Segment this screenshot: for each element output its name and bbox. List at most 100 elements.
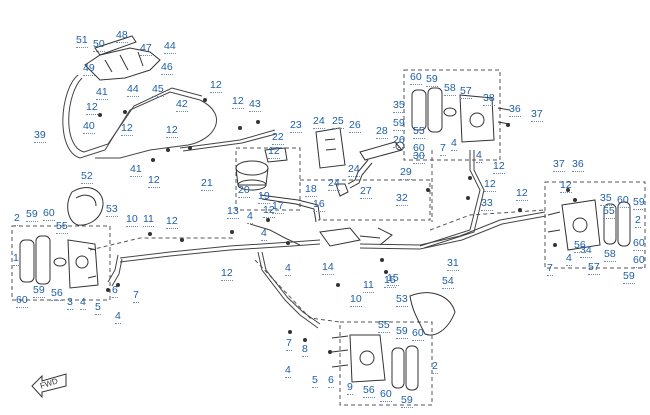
- part-callout[interactable]: 12: [148, 174, 160, 188]
- part-callout[interactable]: 60: [617, 194, 629, 208]
- part-callout[interactable]: 57: [460, 85, 472, 99]
- part-callout[interactable]: 12: [166, 124, 178, 138]
- part-callout[interactable]: 21: [201, 177, 213, 191]
- part-callout[interactable]: 6: [112, 284, 118, 298]
- part-callout[interactable]: 52: [81, 170, 93, 184]
- part-callout[interactable]: 31: [447, 257, 459, 271]
- part-callout[interactable]: 32: [396, 192, 408, 206]
- part-callout[interactable]: 44: [127, 83, 139, 97]
- part-callout[interactable]: 59: [26, 208, 38, 222]
- part-callout[interactable]: 41: [130, 163, 142, 177]
- part-callout[interactable]: 58: [444, 82, 456, 96]
- part-callout[interactable]: 26: [393, 134, 405, 148]
- part-callout[interactable]: 45: [152, 83, 164, 97]
- part-callout[interactable]: 10: [126, 213, 138, 227]
- part-callout[interactable]: 27: [360, 185, 372, 199]
- part-callout[interactable]: 2: [14, 212, 20, 226]
- part-callout[interactable]: 12: [221, 267, 233, 281]
- part-callout[interactable]: 4: [285, 364, 291, 378]
- part-callout[interactable]: 53: [106, 203, 118, 217]
- part-callout[interactable]: 60: [412, 327, 424, 341]
- part-callout[interactable]: 60: [380, 388, 392, 402]
- part-callout[interactable]: 4: [566, 252, 572, 266]
- part-callout[interactable]: 60: [43, 207, 55, 221]
- part-callout[interactable]: 4: [247, 210, 253, 224]
- part-callout[interactable]: 38: [483, 92, 495, 106]
- part-callout[interactable]: 28: [376, 125, 388, 139]
- part-callout[interactable]: 37: [553, 158, 565, 172]
- part-callout[interactable]: 4: [451, 137, 457, 151]
- part-callout[interactable]: 12: [166, 215, 178, 229]
- part-callout[interactable]: 12: [232, 95, 244, 109]
- part-callout[interactable]: 4: [261, 227, 267, 241]
- part-callout[interactable]: 4: [80, 296, 86, 310]
- part-callout[interactable]: 33: [481, 197, 493, 211]
- part-callout[interactable]: 56: [363, 384, 375, 398]
- part-callout[interactable]: 44: [164, 40, 176, 54]
- part-callout[interactable]: 34: [580, 244, 592, 258]
- part-callout[interactable]: 14: [322, 261, 334, 275]
- part-callout[interactable]: 1: [13, 252, 19, 266]
- part-callout[interactable]: 53: [396, 293, 408, 307]
- part-callout[interactable]: 12: [86, 101, 98, 115]
- part-callout[interactable]: 59: [393, 117, 405, 131]
- part-callout[interactable]: 49: [83, 62, 95, 76]
- part-callout[interactable]: 35: [393, 99, 405, 113]
- part-callout[interactable]: 10: [350, 293, 362, 307]
- part-callout[interactable]: 60: [633, 237, 645, 251]
- part-callout[interactable]: 55: [56, 220, 68, 234]
- part-callout[interactable]: 7: [440, 142, 446, 156]
- part-callout[interactable]: 12: [516, 187, 528, 201]
- part-callout[interactable]: 9: [347, 381, 353, 395]
- part-callout[interactable]: 54: [442, 275, 454, 289]
- part-callout[interactable]: 2: [635, 214, 641, 228]
- part-callout[interactable]: 43: [249, 98, 261, 112]
- part-callout[interactable]: 30: [413, 150, 425, 164]
- part-callout[interactable]: 60: [16, 294, 28, 308]
- part-callout[interactable]: 24: [348, 163, 360, 177]
- part-callout[interactable]: 22: [272, 131, 284, 145]
- part-callout[interactable]: 60: [410, 71, 422, 85]
- part-callout[interactable]: 36: [572, 158, 584, 172]
- part-callout[interactable]: 41: [96, 86, 108, 100]
- part-callout[interactable]: 5: [95, 301, 101, 315]
- part-callout[interactable]: 55: [603, 205, 615, 219]
- part-callout[interactable]: 59: [33, 284, 45, 298]
- part-callout[interactable]: 57: [588, 261, 600, 275]
- part-callout[interactable]: 37: [531, 108, 543, 122]
- part-callout[interactable]: 7: [286, 337, 292, 351]
- part-callout[interactable]: 11: [143, 213, 154, 227]
- part-callout[interactable]: 51: [76, 34, 88, 48]
- part-callout[interactable]: 7: [547, 262, 553, 276]
- part-callout[interactable]: 60: [413, 142, 425, 156]
- part-callout[interactable]: 56: [574, 239, 586, 253]
- part-callout[interactable]: 5: [312, 374, 318, 388]
- part-callout[interactable]: 23: [290, 119, 302, 133]
- part-callout[interactable]: 12: [484, 178, 496, 192]
- part-callout[interactable]: 16: [313, 198, 325, 212]
- part-callout[interactable]: 50: [93, 38, 105, 52]
- part-callout[interactable]: 59: [401, 394, 413, 408]
- part-callout[interactable]: 47: [140, 42, 152, 56]
- part-callout[interactable]: 39: [34, 129, 46, 143]
- part-callout[interactable]: 12: [210, 79, 222, 93]
- part-callout[interactable]: 12: [263, 204, 275, 218]
- part-callout[interactable]: 46: [161, 61, 173, 75]
- part-callout[interactable]: 35: [600, 192, 612, 206]
- part-callout[interactable]: 4: [476, 149, 482, 163]
- part-callout[interactable]: 55: [413, 125, 425, 139]
- part-callout[interactable]: 29: [400, 166, 412, 180]
- part-callout[interactable]: 59: [633, 196, 645, 210]
- part-callout[interactable]: 36: [509, 103, 521, 117]
- part-callout[interactable]: 59: [426, 73, 438, 87]
- part-callout[interactable]: 59: [623, 270, 635, 284]
- part-callout[interactable]: 24: [328, 177, 340, 191]
- part-callout[interactable]: 58: [604, 248, 616, 262]
- part-callout[interactable]: 6: [328, 374, 334, 388]
- part-callout[interactable]: 59: [396, 325, 408, 339]
- part-callout[interactable]: 4: [285, 262, 291, 276]
- part-callout[interactable]: 20: [238, 184, 250, 198]
- part-callout[interactable]: 12: [268, 145, 280, 159]
- part-callout[interactable]: 7: [133, 289, 139, 303]
- part-callout[interactable]: 60: [633, 254, 645, 268]
